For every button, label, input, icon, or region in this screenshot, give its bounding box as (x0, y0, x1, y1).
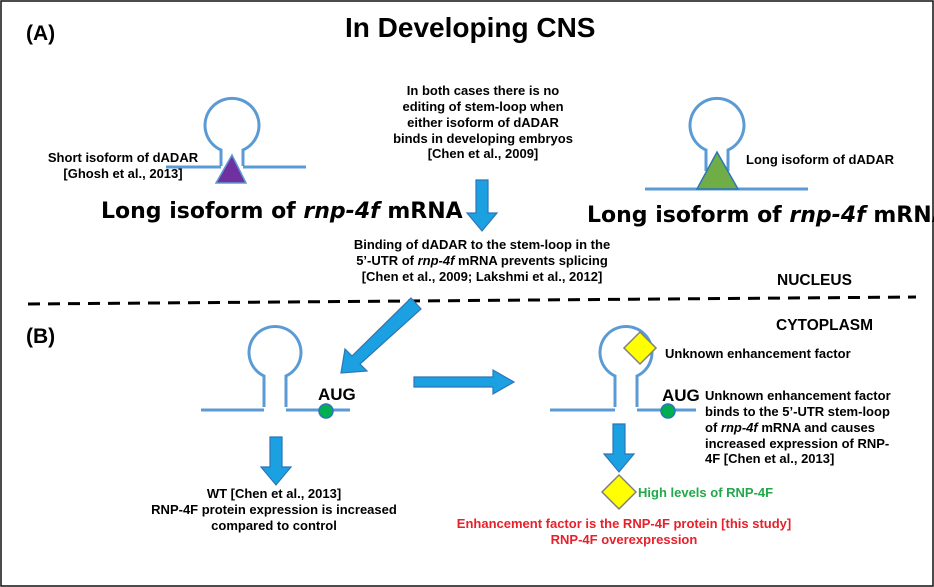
diagonal-arrow-to-panel-b (340, 297, 422, 374)
diagram-title: In Developing CNS (345, 12, 596, 43)
no-editing-note: In both cases there is no editing of ste… (393, 83, 573, 162)
stem-loop-b-left (201, 324, 350, 412)
wt-result-note: WT [Chen et al., 2013] RNP-4F protein ex… (151, 486, 397, 533)
panel-a-label: (A) (26, 22, 56, 45)
down-arrow-left-panel-b (259, 436, 293, 486)
short-dadar-label: Short isoform of dADAR [Ghosh et al., 20… (47, 150, 199, 181)
long-dadar-label: Long isoform of dADAR (746, 152, 895, 167)
aug-start-dot-right (660, 403, 676, 419)
right-arrow-panel-b (413, 368, 516, 396)
enhancement-description: Unknown enhancement factor binds to the … (705, 388, 891, 467)
nucleus-label: NUCLEUS (777, 272, 852, 289)
enhancement-factor-diamond-top (622, 330, 658, 366)
enhancement-factor-label: Unknown enhancement factor (665, 346, 851, 361)
long-dadar-triangle (695, 150, 740, 190)
short-dadar-triangle (214, 153, 248, 184)
down-arrow-center (465, 179, 499, 232)
aug-start-dot-left (318, 403, 334, 419)
right-mrna-caption: Long isoform of rnp-4f mRNA (587, 203, 934, 228)
cytoplasm-label: CYTOPLASM (776, 317, 874, 334)
binding-note: Binding of dADAR to the stem-loop in the… (353, 237, 611, 284)
nucleus-cytoplasm-divider (27, 295, 917, 306)
aug-label-right: AUG (662, 386, 700, 405)
high-levels-label: High levels of RNP-4F (638, 485, 774, 500)
enhancement-factor-diamond-bottom (600, 473, 638, 511)
aug-label-left: AUG (318, 385, 356, 404)
conclusion-note: Enhancement factor is the RNP-4F protein… (456, 516, 792, 547)
stem-loop-a-left (166, 96, 306, 169)
down-arrow-right-panel-b (602, 423, 636, 473)
panel-b-label: (B) (26, 325, 56, 348)
left-mrna-caption: Long isoform of rnp-4f mRNA (101, 199, 463, 224)
